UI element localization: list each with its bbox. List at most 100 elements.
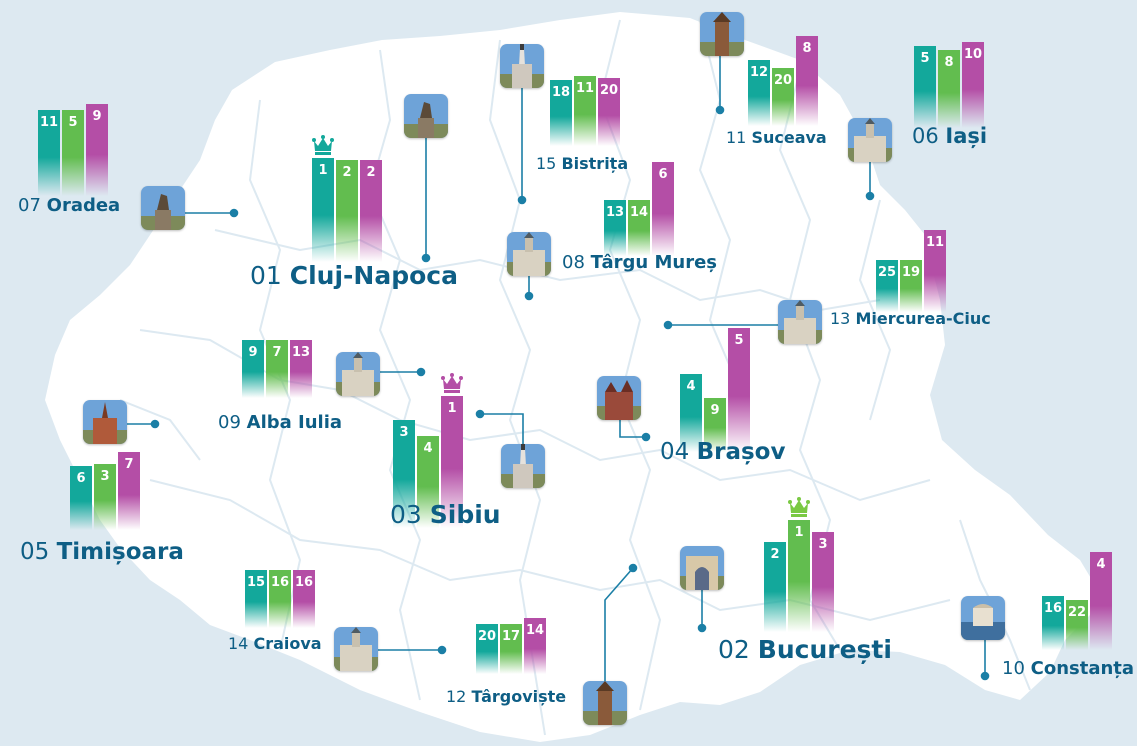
- ranking-bar-3: 5: [728, 328, 750, 452]
- rank-value: 14: [629, 205, 649, 220]
- landmark-photo-icon: [500, 44, 544, 88]
- city-label: 11 Suceava: [726, 128, 827, 147]
- city-rank: 06: [912, 124, 939, 148]
- rank-value: 8: [802, 41, 812, 56]
- ranking-bar-3: 6: [652, 162, 674, 256]
- landmark-photo-icon: [583, 681, 627, 725]
- rank-value: 20: [599, 83, 619, 98]
- landmark-photo-icon: [961, 596, 1005, 640]
- ranking-bar-2: 7: [266, 340, 288, 398]
- rank-value: 1: [318, 163, 328, 178]
- rank-value: 2: [366, 165, 376, 180]
- rank-value: 1: [794, 525, 804, 540]
- ranking-bar-2: 5: [62, 110, 84, 196]
- ranking-bar-2: 2: [336, 160, 358, 262]
- city-rank: 08: [562, 252, 585, 273]
- ranking-bar-1: 11: [38, 110, 60, 196]
- rank-value: 3: [100, 469, 110, 484]
- rank-value: 6: [76, 471, 86, 486]
- ranking-bar-2: 19: [900, 260, 922, 312]
- location-dot: [416, 367, 426, 377]
- location-dot: [980, 671, 990, 681]
- rank-value: 12: [749, 65, 769, 80]
- location-dot: [628, 563, 638, 573]
- location-dot: [229, 208, 239, 218]
- ranking-bar-3: 14: [524, 618, 546, 674]
- rank-value: 3: [399, 425, 409, 440]
- ranking-bar-2: 22: [1066, 600, 1088, 650]
- rank-value: 22: [1067, 605, 1087, 620]
- ranking-bar-3: 11: [924, 230, 946, 312]
- city-name: București: [757, 635, 892, 664]
- crown-icon: [312, 133, 334, 157]
- ranking-bar-2: 11: [574, 76, 596, 146]
- rank-value: 5: [68, 115, 78, 130]
- ranking-bar-1: 4: [680, 374, 702, 452]
- rank-value: 11: [925, 235, 945, 250]
- ranking-bar-2: 3: [94, 464, 116, 530]
- rank-value: 13: [291, 345, 311, 360]
- ranking-bar-1: 18: [550, 80, 572, 146]
- ranking-bar-3: 9: [86, 104, 108, 196]
- location-dot: [475, 409, 485, 419]
- rank-value: 17: [501, 629, 521, 644]
- rank-value: 4: [686, 379, 696, 394]
- ranking-bar-1: 13: [604, 200, 626, 256]
- landmark-photo-icon: [501, 444, 545, 488]
- landmark-photo-icon: [336, 352, 380, 396]
- ranking-bar-3: 8: [796, 36, 818, 126]
- rank-value: 13: [605, 205, 625, 220]
- rank-value: 9: [92, 109, 102, 124]
- city-name: Constanța: [1030, 658, 1135, 679]
- city-rank: 13: [830, 309, 851, 328]
- rank-value: 4: [423, 441, 433, 456]
- rank-value: 8: [944, 55, 954, 70]
- rank-value: 2: [770, 547, 780, 562]
- city-label: 03 Sibiu: [390, 500, 501, 529]
- city-name: Bistrița: [561, 154, 629, 173]
- city-label: 05 Timișoara: [20, 539, 184, 565]
- location-dot: [524, 291, 534, 301]
- ranking-bar-2: 1: [788, 497, 810, 632]
- crown-icon: [788, 495, 810, 519]
- city-rank: 10: [1002, 658, 1025, 679]
- ranking-bar-1: 5: [914, 46, 936, 128]
- city-label: 14 Craiova: [228, 634, 322, 653]
- city-label: 09 Alba Iulia: [218, 412, 342, 433]
- rank-value: 10: [963, 47, 983, 62]
- rank-value: 7: [124, 457, 134, 472]
- city-name: Miercurea-Ciuc: [855, 309, 991, 328]
- rank-value: 20: [477, 629, 497, 644]
- rank-value: 19: [901, 265, 921, 280]
- landmark-photo-icon: [680, 546, 724, 590]
- landmark-photo-icon: [507, 232, 551, 276]
- location-dot: [715, 105, 725, 115]
- landmark-photo-icon: [597, 376, 641, 420]
- city-rank: 03: [390, 500, 422, 529]
- location-dot: [641, 432, 651, 442]
- rank-value: 3: [818, 537, 828, 552]
- rank-value: 2: [342, 165, 352, 180]
- ranking-bar-2: 17: [500, 624, 522, 674]
- crown-icon: [441, 371, 463, 395]
- ranking-bar-3: 3: [812, 532, 834, 632]
- ranking-bar-3: 4: [1090, 552, 1112, 650]
- ranking-bar-3: 2: [360, 160, 382, 262]
- city-rank: 15: [536, 154, 557, 173]
- city-label: 12 Târgoviște: [446, 687, 566, 706]
- ranking-bar-2: 8: [938, 50, 960, 128]
- ranking-bar-3: 20: [598, 78, 620, 146]
- ranking-bar-1: 12: [748, 60, 770, 126]
- location-dot: [517, 195, 527, 205]
- city-rank: 14: [228, 634, 249, 653]
- ranking-bar-3: 13: [290, 340, 312, 398]
